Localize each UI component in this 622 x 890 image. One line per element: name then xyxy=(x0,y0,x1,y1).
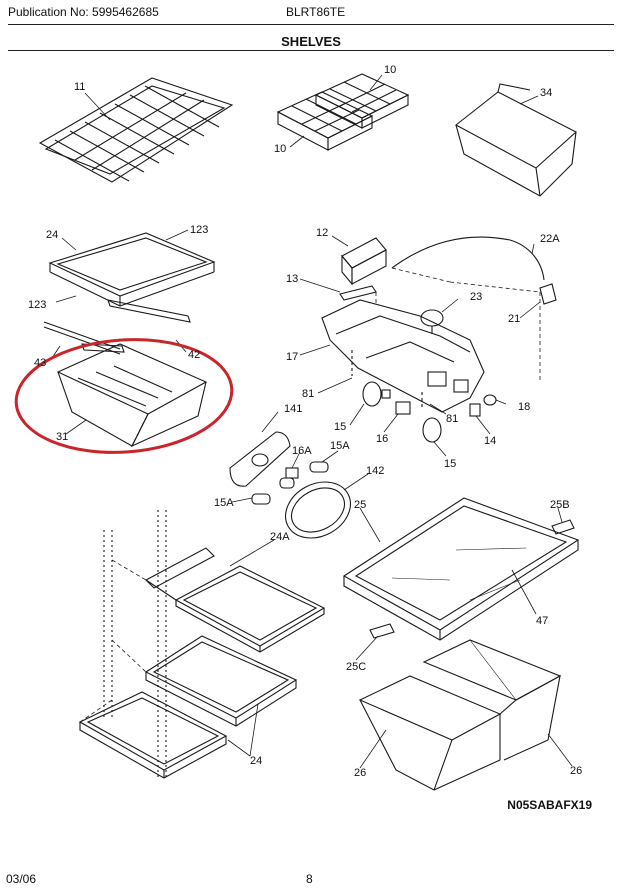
control-housing xyxy=(321,299,485,413)
wire-shelf xyxy=(38,77,234,183)
callout-47: 47 xyxy=(536,615,548,627)
callout-25c: 25C xyxy=(346,661,366,673)
section-title: SHELVES xyxy=(281,34,341,49)
callout-26: 26 xyxy=(570,765,582,777)
callout-11: 11 xyxy=(74,81,85,93)
callout-22a: 22A xyxy=(540,233,560,245)
model-number: BLRT86TE xyxy=(286,5,346,19)
callout-16a: 16A xyxy=(292,445,312,457)
crisper-drawer-right xyxy=(422,639,562,761)
callout-24: 24 xyxy=(46,229,58,241)
callout-17: 17 xyxy=(286,351,298,363)
callout-16: 16 xyxy=(376,433,388,445)
callout-13: 13 xyxy=(286,273,298,285)
callout-15: 15 xyxy=(444,458,456,470)
callout-25b: 25B xyxy=(550,499,570,511)
callout-42: 42 xyxy=(188,349,200,361)
callout-123: 123 xyxy=(190,224,208,236)
page-number: 8 xyxy=(306,872,313,886)
glass-shelf-mid xyxy=(144,635,298,727)
crisper-drawer-left xyxy=(358,675,502,791)
highlight-circle xyxy=(14,338,234,454)
glass-shelf-lower xyxy=(78,691,228,779)
ice-tray xyxy=(314,73,410,129)
callout-34: 34 xyxy=(540,87,552,99)
callout-25: 25 xyxy=(354,499,366,511)
ice-tray xyxy=(276,91,374,151)
callout-21: 21 xyxy=(508,313,520,325)
crisper-drawer xyxy=(56,343,208,448)
glass-shelf-large xyxy=(342,497,580,641)
callout-15a: 15A xyxy=(330,440,350,452)
callout-24a: 24A xyxy=(270,531,290,543)
callout-10: 10 xyxy=(274,143,286,155)
callout-14: 14 xyxy=(484,435,496,447)
callout-31: 31 xyxy=(56,431,68,443)
footer-date: 03/06 xyxy=(6,872,37,886)
door-bin xyxy=(454,83,577,197)
callout-24: 24 xyxy=(250,755,262,767)
light-cover xyxy=(341,237,387,286)
callout-142: 142 xyxy=(366,465,384,477)
callout-18: 18 xyxy=(518,401,530,413)
publication-number: Publication No: 5995462685 xyxy=(8,5,159,19)
exploded-parts-diagram: 11 10 10 34 24 123 123 43 42 31 12 22A 1… xyxy=(14,64,582,791)
callout-123: 123 xyxy=(28,299,46,311)
glass-shelf-upper xyxy=(48,232,216,323)
callout-43: 43 xyxy=(34,357,46,369)
title-rule xyxy=(8,50,614,51)
callout-141: 141 xyxy=(284,403,302,415)
callout-15: 15 xyxy=(334,421,346,433)
callout-12: 12 xyxy=(316,227,328,239)
callout-23: 23 xyxy=(470,291,482,303)
lens-cover xyxy=(229,431,291,487)
callout-15a: 15A xyxy=(214,497,234,509)
callout-81: 81 xyxy=(302,388,314,400)
callout-81: 81 xyxy=(446,413,458,425)
header-rule xyxy=(8,24,614,25)
glass-shelf-24a xyxy=(145,547,326,653)
diagram-code: N05SABAFX19 xyxy=(507,798,592,812)
callout-10: 10 xyxy=(384,64,396,76)
callout-26: 26 xyxy=(354,767,366,779)
